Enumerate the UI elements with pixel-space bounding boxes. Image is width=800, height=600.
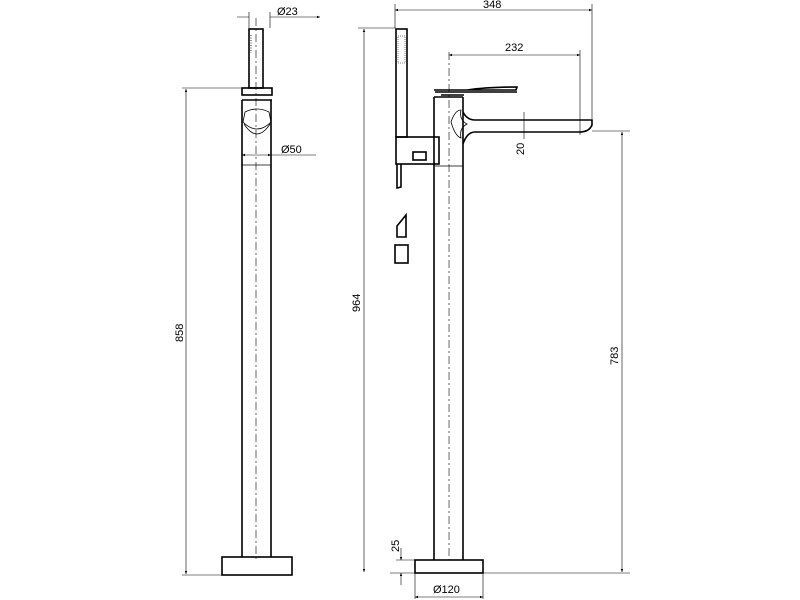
dim-base-thickness: 25	[390, 540, 402, 552]
handshower	[395, 28, 408, 138]
spout	[462, 111, 593, 145]
body-pipe	[241, 99, 272, 557]
dim-outlet-height: 783	[609, 347, 621, 365]
diverter-body	[395, 136, 440, 165]
right-view: 348 232 20 964 783 25 Ø120	[351, 0, 630, 599]
dim-body-diameter: Ø50	[281, 144, 302, 156]
collar	[241, 87, 273, 96]
dim-total-height: 964	[351, 294, 363, 312]
dim-spout-thickness: 20	[515, 143, 527, 155]
left-view: Ø23 Ø50 858	[174, 6, 320, 576]
body-pipe	[433, 96, 464, 560]
dim-handshower-diameter: Ø23	[277, 6, 298, 18]
dim-base-diameter: Ø120	[433, 584, 460, 596]
dim-reach-total: 348	[483, 0, 501, 11]
base-plate	[414, 559, 484, 574]
dim-spout-reach: 232	[505, 42, 523, 54]
dim-height-total: 858	[174, 324, 186, 342]
base-plate	[221, 556, 293, 576]
